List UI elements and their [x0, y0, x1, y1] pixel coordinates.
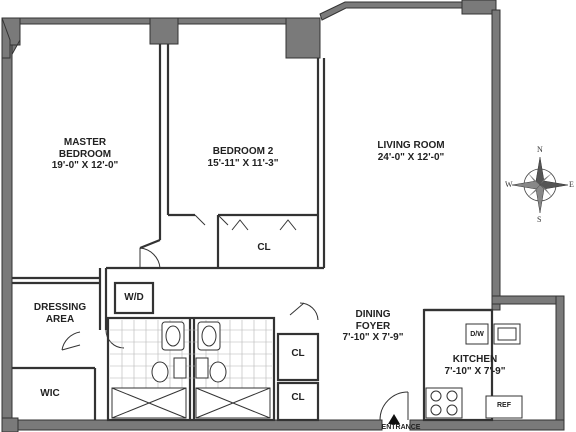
bath-fixtures [111, 321, 271, 419]
bedroom-2-label: BEDROOM 2 15'-11" X 11'-3" [207, 146, 279, 169]
closet-bedroom2-label: CL [257, 242, 271, 253]
entrance-arrow [388, 414, 400, 424]
interior-walls [12, 44, 494, 422]
living-room-label: LIVING ROOM 24'-0" X 12'-0" [377, 140, 445, 163]
closet-entry-label: CL [291, 392, 305, 403]
compass-s-label: S [537, 215, 542, 224]
entrance-label: ENTRANCE [381, 424, 421, 431]
compass-w-label: W [505, 180, 513, 189]
closet-bath-label: CL [291, 348, 305, 359]
bath-tiles [110, 320, 272, 388]
kitchen-label: KITCHEN 7'-10" X 7'-9" [444, 354, 506, 377]
refrigerator-label: REF [497, 402, 511, 409]
compass-e-label: E [569, 180, 574, 189]
wd-label: W/D [124, 292, 144, 303]
dishwasher-label: D/W [470, 331, 484, 338]
compass-rose [511, 156, 569, 214]
exterior-walls [1, 0, 565, 432]
wic-label: WIC [40, 388, 60, 399]
compass-n-label: N [537, 145, 543, 154]
master-bedroom-label: MASTER BEDROOM 19'-0" X 12'-0" [51, 137, 119, 171]
dining-foyer-label: DINING FOYER 7'-10" X 7'-9" [342, 309, 404, 343]
dressing-area-label: DRESSING AREA [33, 302, 87, 325]
kitchen-fixtures [425, 323, 523, 419]
door-swings [61, 214, 409, 421]
